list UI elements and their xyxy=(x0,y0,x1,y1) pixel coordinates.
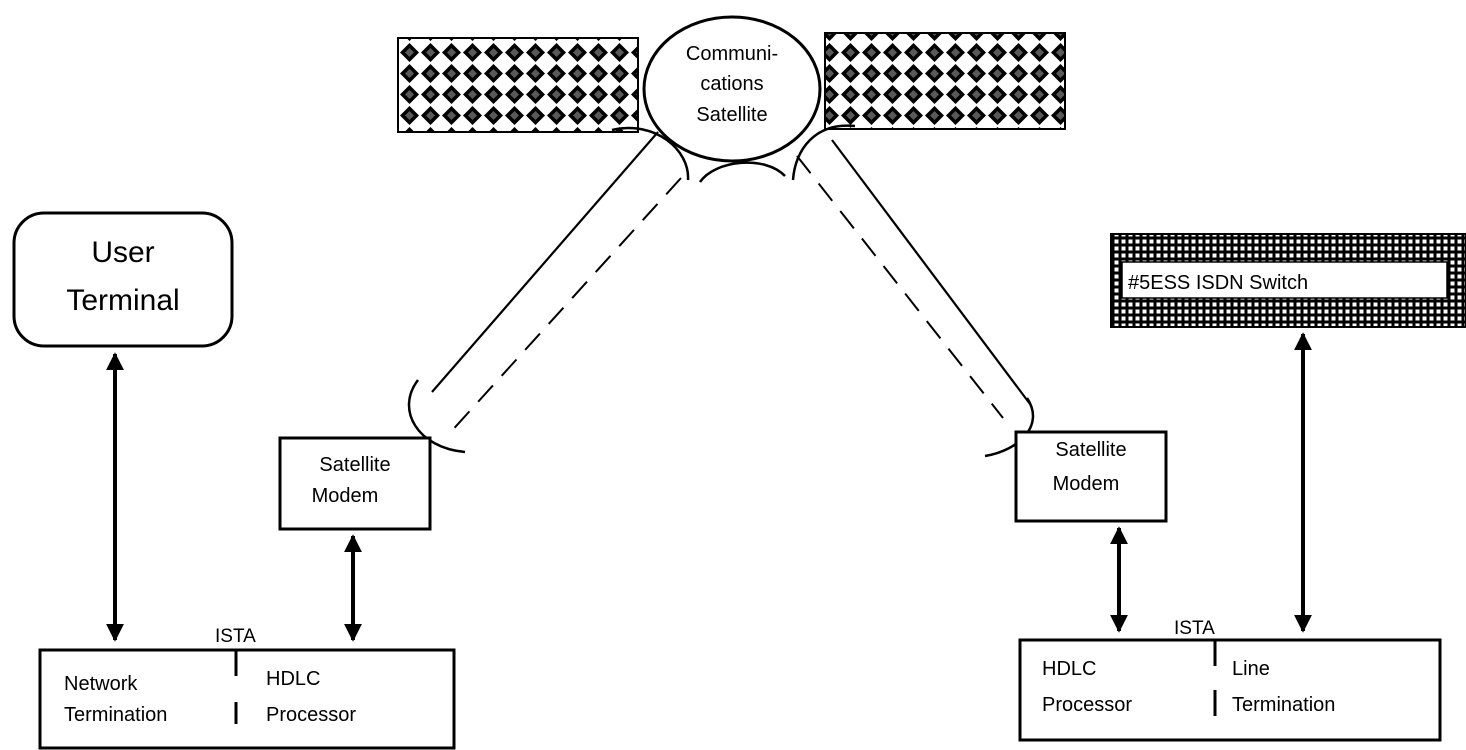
satellite-label: Communi- cations Satellite xyxy=(686,43,778,126)
left-ista: ISTA Network Termination HDLC Processor xyxy=(38,626,456,750)
right-uplink-solid xyxy=(831,139,1031,405)
satellite-dish-center xyxy=(698,161,786,183)
user-terminal-line1: User xyxy=(91,236,154,269)
satellite-dish-left xyxy=(611,126,690,181)
user-terminal: User Terminal xyxy=(12,211,234,348)
satellite-label-line2: cations xyxy=(700,73,763,95)
left-ground-dish xyxy=(407,379,466,454)
satellite-body xyxy=(642,15,822,163)
left-satellite-modem: Satellite Modem xyxy=(278,436,432,531)
right-ista-right-line2: Termination xyxy=(1232,694,1335,716)
right-uplink-dashed xyxy=(796,155,1004,419)
left-ista-left-line1: Network xyxy=(64,673,138,695)
right-ista-left-line1: HDLC xyxy=(1042,658,1096,680)
left-modem-line2: Modem xyxy=(312,485,379,507)
right-satellite-modem: Satellite Modem xyxy=(1014,430,1168,523)
satellite-dish-right xyxy=(791,124,856,181)
satellite-left-panel xyxy=(397,37,639,133)
left-ista-label: ISTA xyxy=(215,626,256,647)
right-modem-line2: Modem xyxy=(1053,473,1120,495)
left-modem-line1: Satellite xyxy=(319,454,390,476)
isdn-switch: #5ESS ISDN Switch xyxy=(1110,233,1466,328)
satellite-label-line1: Communi- xyxy=(686,43,778,65)
left-ista-right-line1: HDLC xyxy=(266,668,320,690)
satellite-label-line3: Satellite xyxy=(696,104,767,126)
right-ista-left-line2: Processor xyxy=(1042,694,1132,716)
satellite-right-panel xyxy=(824,32,1066,130)
right-ista-label: ISTA xyxy=(1174,618,1215,639)
right-ista: ISTA HDLC Processor Line Termination xyxy=(1018,618,1442,742)
left-uplink-solid xyxy=(431,131,659,393)
user-terminal-line2: Terminal xyxy=(66,284,179,317)
isdn-switch-label: #5ESS ISDN Switch xyxy=(1128,272,1308,294)
left-ista-right-line2: Processor xyxy=(266,704,356,726)
left-ista-left-line2: Termination xyxy=(64,704,167,726)
left-uplink-dashed xyxy=(447,177,682,436)
right-modem-line1: Satellite xyxy=(1055,439,1126,461)
right-ista-right-line1: Line xyxy=(1232,658,1270,680)
